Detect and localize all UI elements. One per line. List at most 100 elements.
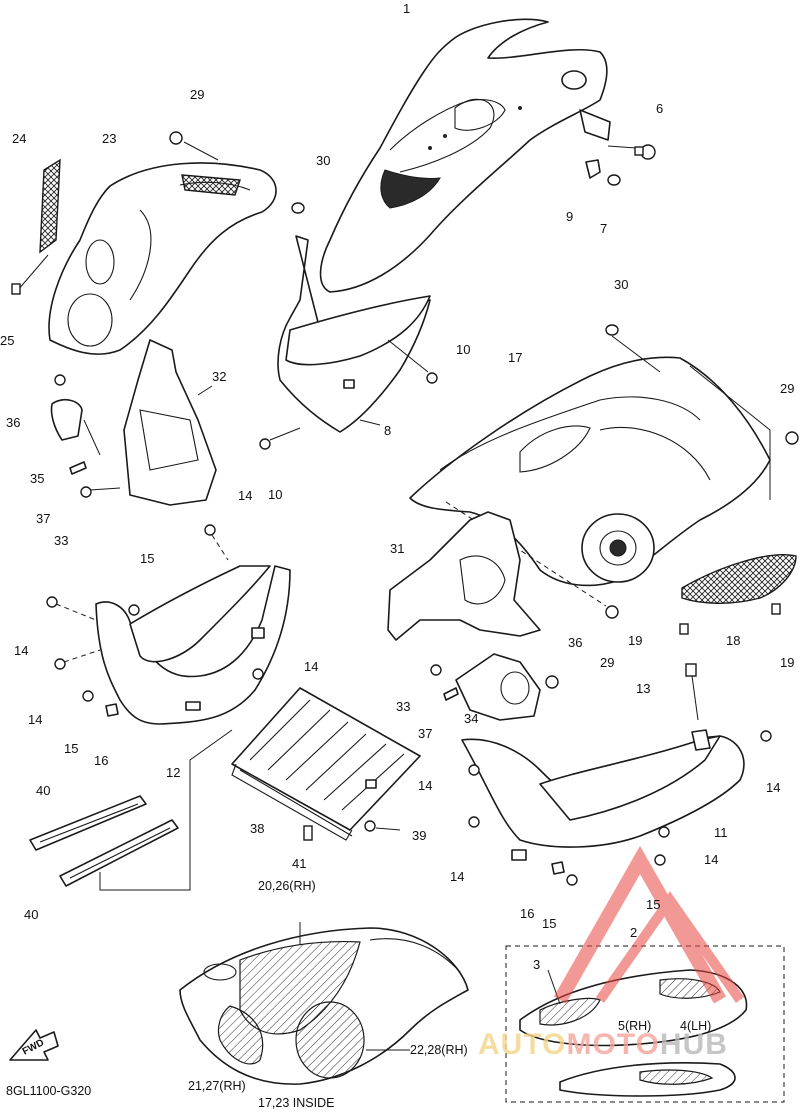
watermark-text: AUTOMOTOHUB (478, 1028, 728, 1062)
callout-7: 7 (600, 221, 608, 236)
watermark-part2: MOTO (566, 1028, 660, 1061)
inner-panel-23-part (48, 162, 277, 355)
callout-14b: 14 (14, 643, 29, 658)
clip-16a-part (105, 703, 119, 717)
note-17-23-inside: 17,23 INSIDE (258, 1096, 335, 1110)
callout-32: 32 (212, 369, 227, 384)
clip-25-part (11, 254, 49, 295)
callout-30b: 30 (614, 277, 629, 292)
decal-view-part (179, 922, 469, 1085)
bracket-31-part (387, 511, 541, 641)
rail-40b-part (59, 729, 233, 891)
callout-2: 2 (630, 925, 638, 940)
screws-33b-36b-37b-part (430, 664, 559, 701)
callout-36b: 36 (568, 635, 583, 650)
bolt-13-part (685, 663, 699, 721)
callout-40b: 40 (24, 907, 39, 922)
callout-19b: 19 (780, 655, 795, 670)
rail-40a-part (29, 795, 147, 851)
grille-24-part (39, 158, 61, 254)
callout-17: 17 (508, 350, 523, 365)
callout-16a: 16 (94, 753, 109, 768)
switch-34-part (455, 653, 541, 721)
screw-10a-part (387, 339, 438, 384)
callout-31: 31 (390, 541, 405, 556)
grille-18-part (681, 554, 797, 604)
callout-34: 34 (464, 711, 479, 726)
callout-10a: 10 (456, 342, 471, 357)
bolt-15-right-part (566, 854, 666, 886)
fasteners-39-41-part (303, 820, 401, 841)
bolt-29a-part (169, 131, 219, 161)
callout-30a: 30 (316, 153, 331, 168)
front-cowl-part (319, 18, 611, 293)
callout-23: 23 (102, 131, 117, 146)
callout-14a: 14 (238, 488, 253, 503)
skid-plate-38-part (231, 687, 421, 841)
washer-7-part (607, 174, 621, 186)
callout-3: 3 (533, 957, 541, 972)
watermark-part3: HUB (659, 1028, 728, 1061)
callout-11: 11 (714, 825, 728, 840)
switch-35-part (50, 398, 101, 456)
callout-10b: 10 (268, 487, 283, 502)
callout-14c: 14 (28, 712, 43, 727)
callout-15b: 15 (64, 741, 79, 756)
callout-8: 8 (384, 423, 392, 438)
callout-15a: 15 (140, 551, 155, 566)
callout-29b: 29 (780, 381, 795, 396)
callout-14f: 14 (450, 869, 465, 884)
callout-29a: 29 (190, 87, 205, 102)
callout-29c: 29 (600, 655, 615, 670)
lower-panel-8-part (277, 235, 431, 433)
callout-33b: 33 (396, 699, 411, 714)
bracket-32-part (123, 339, 217, 506)
note-22-28-rh: 22,28(RH) (410, 1043, 468, 1057)
callout-14g: 14 (766, 780, 781, 795)
note-5-rh: 5(RH) (618, 1019, 652, 1033)
callout-15d: 15 (646, 897, 661, 912)
callout-41: 41 (292, 856, 307, 871)
watermark-part1: AUTO (478, 1028, 567, 1061)
clip-16b-part (551, 861, 565, 875)
callout-36a: 36 (6, 415, 21, 430)
callout-1: 1 (403, 1, 411, 16)
bolt-29c-part (605, 605, 619, 619)
callout-15c: 15 (542, 916, 557, 931)
screw-10b-part (259, 427, 301, 450)
note-4-lh: 4(LH) (680, 1019, 712, 1033)
fairing-12-part (95, 565, 291, 725)
bolt-33a-part (80, 486, 121, 498)
callout-13: 13 (636, 681, 651, 696)
callout-33a: 33 (54, 533, 69, 548)
callout-25: 25 (0, 333, 15, 348)
callout-40a: 40 (36, 783, 51, 798)
bolt-15a-part (82, 604, 140, 702)
callout-6: 6 (656, 101, 664, 116)
callout-18: 18 (726, 633, 741, 648)
clip-19-part (679, 603, 781, 635)
callout-12: 12 (166, 765, 181, 780)
callout-35: 35 (30, 471, 45, 486)
callout-9: 9 (566, 209, 574, 224)
callout-37b: 37 (418, 726, 433, 741)
watermark-logo-icon (553, 845, 745, 1004)
callout-16b: 16 (520, 906, 535, 921)
fwd-arrow-icon (9, 1029, 59, 1061)
screw-36a-part (54, 374, 66, 386)
callout-14h: 14 (704, 852, 719, 867)
bolt-6-part (607, 144, 656, 160)
callout-24: 24 (12, 131, 27, 146)
screws-14-right-part (468, 730, 772, 838)
note-20-26-rh: 20,26(RH) (258, 879, 316, 893)
callout-39: 39 (412, 828, 427, 843)
washer-30a-part (291, 202, 305, 214)
fairing-11-part (461, 729, 745, 861)
washer-30b-part (605, 324, 661, 373)
clip-37a-part (69, 461, 87, 475)
diagram-code: 8GL1100-G320 (6, 1084, 92, 1098)
callout-37a: 37 (36, 511, 51, 526)
callout-19a: 19 (628, 633, 643, 648)
clip-9-part (585, 159, 601, 179)
